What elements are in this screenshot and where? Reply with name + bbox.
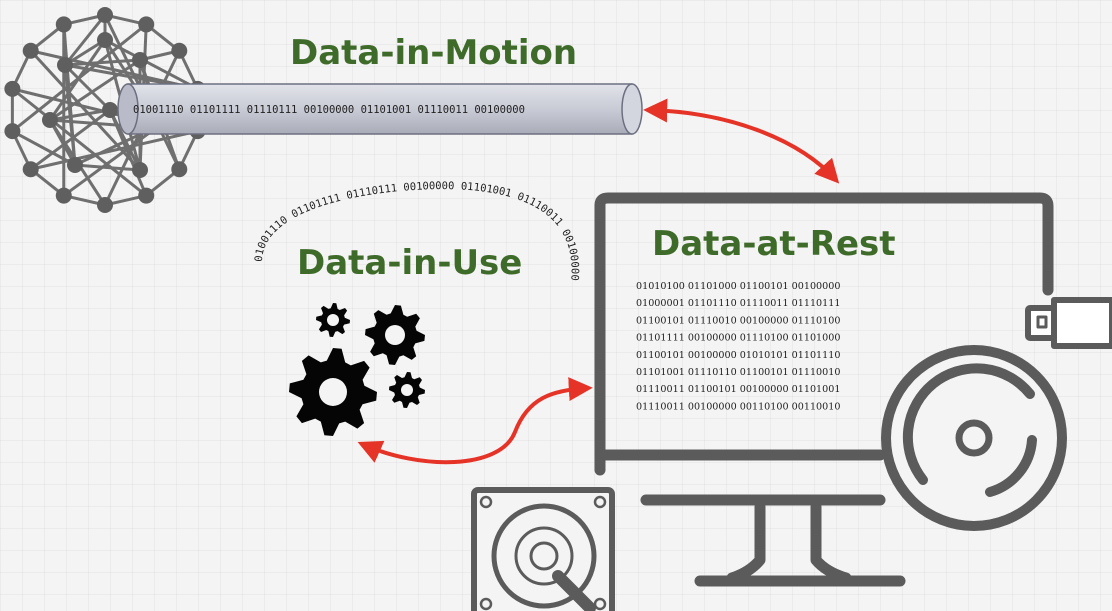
arrow-icon bbox=[643, 98, 840, 184]
network-link bbox=[48, 39, 107, 121]
network-node bbox=[171, 161, 188, 178]
network-node bbox=[67, 157, 83, 173]
network-link bbox=[29, 108, 111, 171]
gears-icon bbox=[289, 303, 425, 436]
rest-binary-row: 01100101 01110010 00100000 01110100 bbox=[636, 315, 840, 326]
network-node bbox=[22, 42, 39, 59]
network-node bbox=[97, 32, 113, 48]
rest-binary-block: 01010100 01101000 01100101 00100000 01000… bbox=[636, 281, 840, 412]
data-in-use-label: Data-in-Use bbox=[297, 243, 522, 283]
network-node bbox=[102, 102, 118, 118]
network-link bbox=[29, 49, 142, 172]
gear-hole bbox=[385, 325, 405, 345]
gear-hole bbox=[327, 314, 339, 326]
network-node bbox=[138, 187, 155, 204]
network-node bbox=[171, 42, 188, 59]
network-node bbox=[4, 123, 21, 140]
network-link bbox=[30, 129, 198, 171]
arrow-icon bbox=[357, 377, 593, 465]
network-node bbox=[138, 16, 155, 33]
network-node bbox=[97, 7, 113, 23]
gear-hole bbox=[319, 378, 347, 406]
motion-binary-text: 01001110 01101111 01110111 00100000 0110… bbox=[133, 104, 525, 116]
network-link bbox=[64, 58, 141, 67]
network-link bbox=[104, 38, 199, 91]
monitor-icon bbox=[594, 192, 1054, 587]
optical-disc-icon bbox=[881, 345, 1067, 531]
hard-drive-icon bbox=[471, 487, 615, 611]
rest-binary-row: 01110011 00100000 00110100 00110010 bbox=[636, 401, 840, 412]
rest-binary-row: 01110011 01100101 00100000 01101001 bbox=[636, 384, 840, 395]
network-link bbox=[63, 64, 77, 166]
network-link bbox=[48, 119, 77, 166]
network-node bbox=[42, 112, 58, 128]
network-node bbox=[55, 187, 72, 204]
network-node bbox=[55, 16, 72, 33]
gear-hole bbox=[401, 384, 413, 396]
network-link bbox=[11, 87, 148, 197]
network-node bbox=[57, 57, 73, 73]
data-at-rest-label: Data-at-Rest bbox=[652, 224, 896, 264]
rest-binary-row: 01000001 01101110 01110011 01110111 bbox=[636, 298, 840, 309]
pipe-icon: 01001110 01101111 01110111 00100000 0110… bbox=[117, 83, 643, 135]
data-in-motion-label: Data-in-Motion bbox=[290, 33, 577, 73]
network-link bbox=[63, 14, 107, 66]
rest-binary-row: 01101001 01110110 01100101 01110010 bbox=[636, 367, 840, 378]
network-node bbox=[97, 197, 113, 213]
rest-binary-row: 01010100 01101000 01100101 00100000 bbox=[636, 281, 840, 292]
network-link bbox=[11, 129, 76, 167]
network-node bbox=[132, 52, 148, 68]
network-node bbox=[132, 162, 148, 178]
network-node bbox=[4, 80, 21, 97]
usb-drive-icon bbox=[1025, 297, 1112, 349]
network-link bbox=[74, 163, 141, 172]
network-link bbox=[62, 123, 161, 197]
network-link bbox=[63, 63, 112, 112]
rest-binary-row: 01101111 00100000 01110100 01101000 bbox=[636, 333, 840, 344]
network-node bbox=[22, 161, 39, 178]
rest-binary-row: 01100101 00100000 01010101 01101110 bbox=[636, 350, 840, 361]
